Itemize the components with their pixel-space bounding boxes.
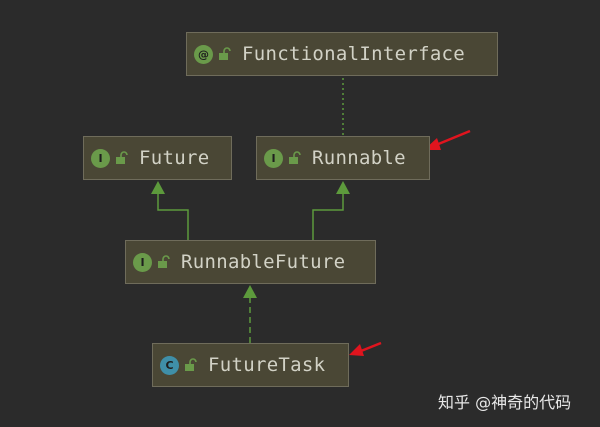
interface-badge-icon: I xyxy=(91,148,110,168)
node-label: FunctionalInterface xyxy=(242,43,466,65)
node-label: FutureTask xyxy=(208,354,326,376)
unlocked-icon xyxy=(116,151,128,164)
node-runnable-future[interactable]: I RunnableFuture xyxy=(125,240,376,284)
arrowhead-future xyxy=(151,181,165,194)
arrowhead-runnablefuture xyxy=(243,285,257,298)
edge-runnablefuture-runnable xyxy=(312,192,344,240)
class-badge-icon: C xyxy=(160,355,179,375)
unlocked-icon xyxy=(289,151,301,164)
node-label: Runnable xyxy=(312,147,406,169)
watermark: 知乎 @神奇的代码 xyxy=(438,393,572,412)
unlocked-icon xyxy=(158,255,170,268)
node-future-task[interactable]: C FutureTask xyxy=(152,343,349,387)
annotation-badge-icon: @ xyxy=(194,44,213,64)
node-label: RunnableFuture xyxy=(181,251,346,273)
unlocked-icon xyxy=(219,47,231,60)
node-label: Future xyxy=(139,147,210,169)
node-runnable[interactable]: I Runnable xyxy=(256,136,430,180)
interface-badge-icon: I xyxy=(264,148,283,168)
node-functional-interface[interactable]: @ FunctionalInterface xyxy=(186,32,498,76)
node-future[interactable]: I Future xyxy=(83,136,232,180)
unlocked-icon xyxy=(185,358,197,371)
red-arrow-icon xyxy=(424,129,471,150)
edge-runnablefuture-future xyxy=(157,192,189,240)
red-arrow-icon xyxy=(349,341,382,356)
interface-badge-icon: I xyxy=(133,252,152,272)
arrowhead-runnable xyxy=(336,181,350,194)
